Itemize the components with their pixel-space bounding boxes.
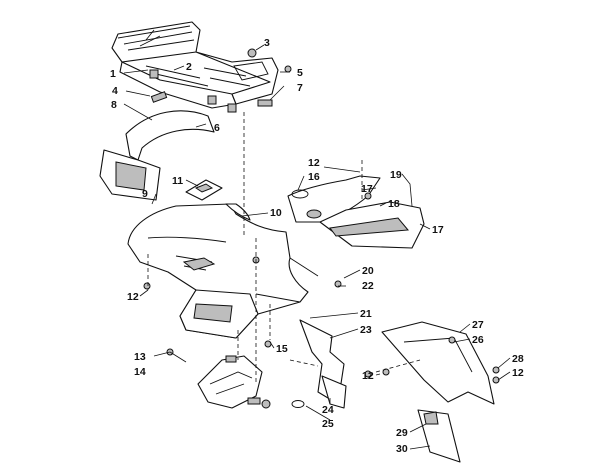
callout-18: 18 — [388, 198, 400, 210]
lower-mount — [197, 355, 271, 409]
callout-25: 25 — [322, 418, 334, 430]
callout-24: 24 — [322, 404, 334, 416]
callout-17b: 17 — [432, 224, 444, 236]
callout-4: 4 — [112, 85, 118, 97]
callout-12c: 12 — [362, 370, 374, 382]
callout-13: 13 — [134, 351, 146, 363]
callout-16: 16 — [308, 171, 320, 183]
storage-lid — [185, 179, 223, 201]
callout-30: 30 — [396, 443, 408, 455]
callout-10: 10 — [270, 207, 282, 219]
callout-26: 26 — [472, 334, 484, 346]
callout-3: 3 — [264, 37, 270, 49]
side-panels — [287, 175, 425, 249]
front-body — [127, 203, 319, 339]
callout-2: 2 — [186, 61, 192, 73]
callout-11: 11 — [172, 175, 183, 187]
callout-21: 21 — [360, 308, 372, 320]
callout-12a: 12 — [308, 157, 320, 169]
alignment-lines — [147, 112, 421, 384]
callout-labels: 1 2 3 4 5 6 7 8 9 10 11 12 12 12 12 13 1… — [110, 37, 524, 455]
callout-9: 9 — [142, 188, 148, 200]
callout-14: 14 — [134, 366, 146, 378]
callout-12d: 12 — [512, 367, 524, 379]
splash-guard — [381, 321, 495, 405]
callout-15: 15 — [276, 343, 288, 355]
callout-12b: 12 — [127, 291, 139, 303]
leader-lines — [123, 44, 511, 450]
callout-8: 8 — [111, 99, 117, 111]
callout-28: 28 — [512, 353, 524, 365]
callout-23: 23 — [360, 324, 372, 336]
callout-1: 1 — [110, 68, 116, 80]
rear-rack — [111, 21, 279, 113]
callout-27: 27 — [472, 319, 484, 331]
callout-5: 5 — [297, 67, 303, 79]
callout-17a: 17 — [361, 183, 373, 195]
mud-flap — [417, 409, 461, 463]
callout-6: 6 — [214, 122, 220, 134]
callout-22: 22 — [362, 280, 374, 292]
rear-fender-panel — [99, 110, 215, 201]
callout-20: 20 — [362, 265, 374, 277]
callout-7: 7 — [297, 82, 303, 94]
callout-19: 19 — [390, 169, 402, 181]
callout-29: 29 — [396, 427, 408, 439]
footwell-brackets — [291, 319, 390, 409]
